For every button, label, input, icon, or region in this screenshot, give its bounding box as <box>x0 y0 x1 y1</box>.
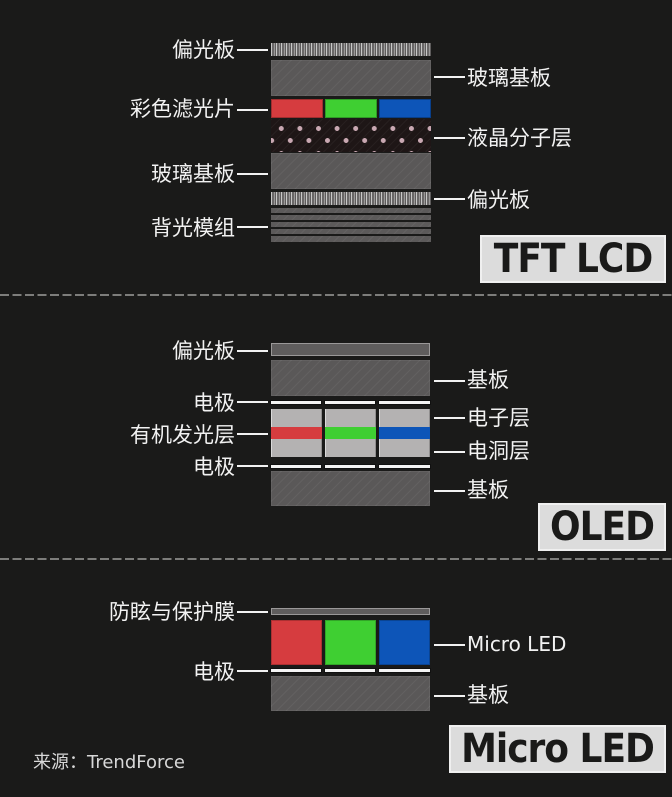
micro-led-electrode-3 <box>379 669 430 672</box>
oled-bottom-substrate-layer <box>271 471 430 506</box>
label-anti-glare-film: 防眩与保护膜 <box>109 600 235 624</box>
tft-color-filter-blue <box>379 99 431 118</box>
tft-bottom-polarizer-layer <box>271 192 431 205</box>
connector-line <box>237 49 268 51</box>
oled-tag: OLED <box>538 503 666 551</box>
micro-led-red <box>271 620 322 665</box>
organic-emissive-red <box>271 427 322 439</box>
oled-top-electrode-2 <box>325 401 375 404</box>
label-oled-bottom-substrate: 基板 <box>467 478 509 502</box>
label-electron-layer: 电子层 <box>467 406 530 430</box>
oled-bottom-electrode-2 <box>325 465 375 468</box>
label-glass-substrate-top: 玻璃基板 <box>467 66 551 90</box>
tft-color-filter-green <box>325 99 377 118</box>
tft-backlight-sheet-4 <box>271 229 431 234</box>
connector-line <box>237 670 268 672</box>
oled-subpixel-green <box>325 409 376 457</box>
micro-led-electrode-1 <box>271 669 321 672</box>
oled-polarizer-layer <box>271 343 430 356</box>
label-hole-layer: 电洞层 <box>467 439 530 463</box>
connector-line <box>237 109 268 111</box>
label-oled-bottom-electrode: 电极 <box>193 455 235 479</box>
connector-line <box>434 137 465 139</box>
oled-bottom-electrode-3 <box>379 465 430 468</box>
label-oled-top-substrate: 基板 <box>467 368 509 392</box>
oled-bottom-electrode-1 <box>271 465 321 468</box>
connector-line <box>237 401 268 403</box>
label-polarizer-bottom: 偏光板 <box>467 188 530 212</box>
tft-top-glass-substrate-layer <box>271 60 431 96</box>
tft-backlight-sheet-3 <box>271 222 431 227</box>
organic-emissive-green <box>325 427 376 439</box>
connector-line <box>434 198 465 200</box>
label-micro-led-substrate: 基板 <box>467 683 509 707</box>
section-divider <box>0 558 672 560</box>
tft-top-polarizer-layer <box>271 43 431 56</box>
connector-line <box>237 350 268 352</box>
source-credit: 来源：TrendForce <box>33 752 185 773</box>
oled-top-electrode-1 <box>271 401 321 404</box>
anti-glare-protective-film-layer <box>271 608 430 615</box>
oled-top-substrate-layer <box>271 360 430 396</box>
label-micro-led-electrode: 电极 <box>193 660 235 684</box>
micro-led-blue <box>379 620 430 665</box>
tft-liquid-crystal-layer <box>271 119 431 152</box>
organic-emissive-blue <box>379 427 430 439</box>
label-liquid-crystal-layer: 液晶分子层 <box>467 126 572 150</box>
label-organic-emissive-layer: 有机发光层 <box>130 423 235 447</box>
label-color-filter: 彩色滤光片 <box>130 97 235 121</box>
connector-line <box>237 226 268 228</box>
label-backlight-module: 背光模组 <box>151 216 235 240</box>
tft-bottom-glass-substrate-layer <box>271 153 431 189</box>
label-polarizer-top: 偏光板 <box>172 38 235 62</box>
tft-backlight-sheet-1 <box>271 208 431 213</box>
connector-line <box>434 695 465 697</box>
label-glass-substrate-bottom: 玻璃基板 <box>151 162 235 186</box>
tft-backlight-sheet-5 <box>271 236 431 242</box>
connector-line <box>237 433 268 435</box>
micro-led-tag: Micro LED <box>449 725 666 773</box>
micro-led-green <box>325 620 376 665</box>
connector-line <box>434 417 465 419</box>
oled-subpixel-blue <box>379 409 430 457</box>
connector-line <box>434 451 465 453</box>
connector-line <box>237 173 268 175</box>
micro-led-substrate-layer <box>271 676 430 711</box>
section-divider <box>0 294 672 296</box>
connector-line <box>237 611 268 613</box>
connector-line <box>434 380 465 382</box>
tft-color-filter-red <box>271 99 323 118</box>
connector-line <box>434 76 465 78</box>
micro-led-electrode-2 <box>325 669 375 672</box>
tft-lcd-tag: TFT LCD <box>480 235 666 283</box>
label-micro-led-chips: Micro LED <box>467 632 567 656</box>
label-oled-top-electrode: 电极 <box>193 391 235 415</box>
label-oled-polarizer: 偏光板 <box>172 339 235 363</box>
connector-line <box>434 490 465 492</box>
tft-backlight-sheet-2 <box>271 215 431 220</box>
connector-line <box>237 465 268 467</box>
oled-subpixel-red <box>271 409 322 457</box>
connector-line <box>434 644 465 646</box>
oled-top-electrode-3 <box>379 401 430 404</box>
